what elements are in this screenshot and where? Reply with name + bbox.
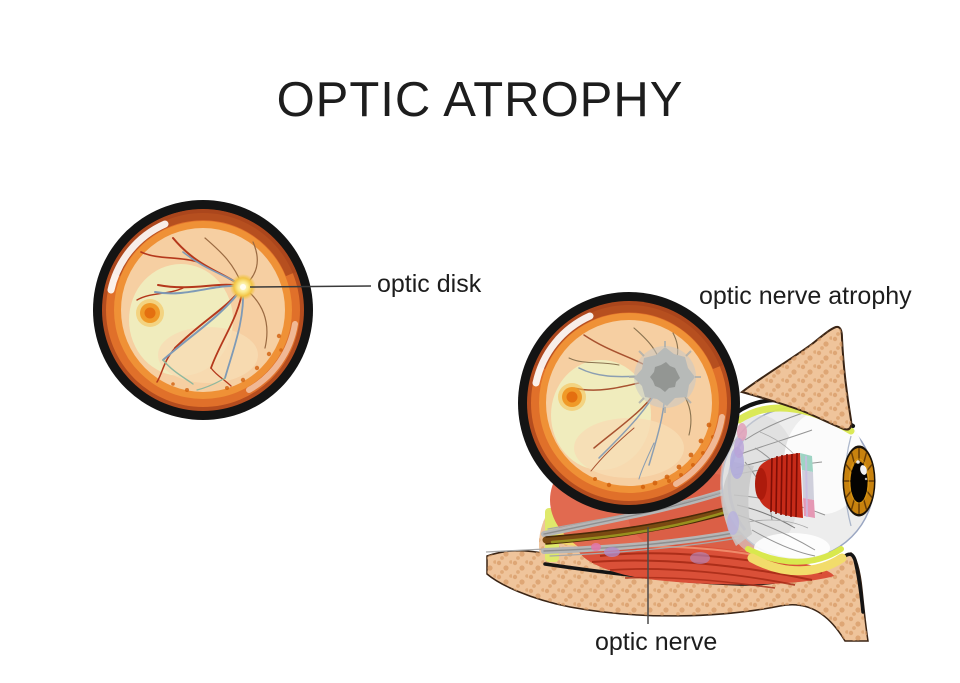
atrophic-disc-spot [629, 341, 701, 413]
choroid-dots [593, 422, 715, 490]
eye-cross-section [485, 325, 876, 642]
pink-sliver [803, 498, 815, 518]
choroid-dots [171, 333, 283, 392]
lens-highlight [107, 220, 169, 294]
pink-tissue-patch [591, 543, 601, 551]
lens-highlight [532, 312, 594, 387]
optic-disk-spot [230, 274, 256, 300]
optic-nerve-atrophy-label: optic nerve atrophy [699, 282, 912, 310]
ciliary-fan [755, 452, 815, 518]
optic-nerve-label: optic nerve [595, 628, 718, 656]
macula-spot [136, 299, 164, 327]
iris [842, 435, 876, 527]
macula-spot [558, 383, 586, 411]
atrophic-disc-core [650, 362, 680, 392]
nerve-junction [722, 423, 754, 546]
nerve-sheath-thin-line [485, 548, 546, 553]
optic-disk-leader-line [249, 285, 372, 288]
purple-tissue-patch [604, 547, 620, 557]
eye-highlight [860, 465, 867, 475]
orbital-bone-upper [739, 325, 853, 431]
optic-disk-label: optic disk [377, 270, 482, 298]
left-fundus-illustration [93, 200, 313, 420]
diagram-title: OPTIC ATROPHY [276, 73, 684, 127]
right-fundus-illustration [518, 292, 740, 514]
